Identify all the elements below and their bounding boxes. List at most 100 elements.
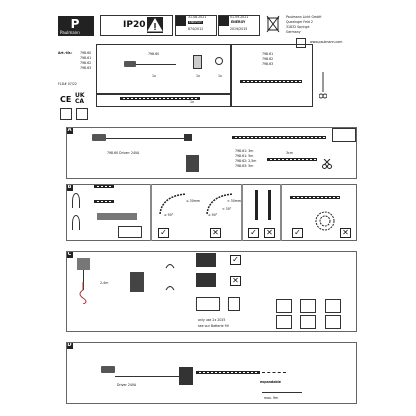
section-c-battery-1-icon — [196, 297, 220, 311]
section-b-ok-1-icon: ✓ — [158, 228, 169, 238]
section-b-no-1-icon: ✕ — [210, 228, 221, 238]
section-b-angle-1: ≥ 90° — [164, 213, 174, 217]
section-c-wire-icon — [75, 282, 91, 305]
contents-box-driver — [96, 44, 231, 94]
trash-bin-icon — [266, 15, 280, 33]
section-c-remote-icon — [130, 272, 144, 292]
section-d-arrow-line — [262, 392, 302, 393]
energy-class-2: ENERGY — [231, 20, 246, 24]
section-b-no-2-icon: ✕ — [264, 228, 275, 238]
driver-cable — [136, 64, 176, 65]
section-c-label: C — [66, 251, 73, 258]
section-d-extend-strip — [262, 372, 286, 374]
section-a-cable — [106, 138, 188, 139]
driver-icon — [124, 61, 136, 67]
warning-triangle-icon — [147, 17, 163, 33]
strip-icon-1 — [120, 97, 200, 100]
section-d-max: max. 9m — [264, 396, 279, 400]
section-d-receiver-icon — [179, 367, 193, 385]
article-number-right-1: 798.61 — [262, 52, 274, 56]
contents-box-right — [231, 44, 313, 107]
section-d-expandable: expandable — [260, 380, 281, 384]
section-b-strip-1 — [94, 185, 114, 188]
section-c-receiver-icon — [77, 258, 90, 270]
section-d-strip — [196, 371, 260, 374]
section-b-hook-icon — [72, 193, 80, 208]
section-c-hand-6-icon — [325, 315, 341, 329]
brand-logo — [58, 16, 94, 36]
section-a-scissors-icon — [322, 154, 332, 169]
energy-regulation-1: 874/2012 — [188, 27, 204, 31]
section-c-signal-1-icon — [165, 254, 175, 269]
section-d-driver: Driver 24VA — [117, 383, 137, 387]
section-a-strip — [232, 136, 326, 139]
section-c-hand-2-icon — [300, 299, 316, 313]
website: www.paulmann.com — [310, 40, 343, 44]
remote-icon — [193, 55, 202, 69]
section-b-ok-3-icon: ✓ — [292, 228, 303, 238]
section-c-battery-2-icon — [228, 297, 240, 311]
section-a-length-4: 798.63: 5m — [235, 164, 254, 168]
section-c-no-icon: ✕ — [230, 276, 241, 286]
qty-1x-d: 1x — [190, 100, 194, 104]
article-number-right-2: 798.62 — [262, 57, 274, 61]
section-a-driver-icon — [92, 134, 106, 141]
fld-code: FLD# 07/22 — [58, 82, 77, 86]
energy-regulation-2: 2019/2015 — [230, 27, 248, 31]
section-c-note2: see our Batterie 9V — [198, 324, 229, 328]
section-d-cable — [115, 376, 179, 377]
article-number-left-2: 798.61 — [80, 56, 92, 60]
section-b-divider-1 — [150, 184, 152, 241]
article-number-center: 798.60 — [148, 52, 160, 56]
section-c-hand-5-icon — [300, 315, 316, 329]
section-c-hand-3-icon — [325, 299, 341, 313]
energy-date-1: 31.08.2021 — [188, 15, 207, 19]
section-a-driver-text: 798.60 Driver: 24VA — [107, 151, 140, 155]
section-a-length-1: 798.61: 3m — [235, 149, 254, 153]
section-b-angle-2: ≤ 30mm — [186, 199, 200, 203]
section-b-vstrip-2 — [268, 190, 271, 220]
qty-1x-b: 1x — [196, 74, 200, 78]
section-a-length-3: 798.62: 2,5m — [235, 159, 257, 163]
section-b-press-icon — [118, 226, 142, 238]
section-d-label: D — [66, 342, 73, 349]
section-b-bend-2-icon — [205, 192, 235, 216]
section-b-hstrip — [290, 196, 340, 199]
section-b-divider-3 — [280, 184, 282, 241]
indoor-house-icon — [60, 108, 72, 120]
section-a-frame — [66, 127, 357, 179]
cert-ukca: UK CA — [75, 92, 85, 105]
section-a-corner-icon — [332, 128, 356, 142]
section-c-frame — [66, 251, 357, 332]
section-b-bend-1-icon — [158, 192, 188, 216]
address-country: Germany — [286, 30, 301, 34]
address-company: Paulmann Licht GmbH — [286, 15, 322, 19]
qty-1x-c: 1x — [218, 74, 222, 78]
article-number-left-1: 798.60 — [80, 51, 92, 55]
section-b-peel-icon — [97, 213, 137, 220]
energy-logo-1-icon — [176, 16, 186, 26]
section-a-remote-icon — [186, 155, 199, 172]
section-c-hand-4-icon — [276, 315, 292, 329]
energy-label-1 — [175, 15, 217, 36]
section-a-label: A — [66, 127, 73, 134]
section-b-angle-3: ≥ 90° — [208, 213, 218, 217]
address-street: Quezinger Feld 2 — [286, 20, 313, 24]
energy-date-2: 01.09.2021 — [230, 15, 249, 19]
section-b-ok-2-icon: ✓ — [248, 228, 259, 238]
energy-logo-2-icon — [219, 16, 229, 26]
section-c-hand-1-icon — [276, 299, 292, 313]
section-b-strip-2 — [94, 200, 114, 203]
section-b-frame — [66, 184, 357, 241]
contents-box-strip — [96, 94, 231, 107]
section-a-cut-strip — [267, 158, 317, 161]
strip-icon-2 — [240, 80, 302, 83]
class3-icon — [76, 108, 88, 120]
brand-name: Paulmann — [60, 30, 80, 35]
section-d-driver-icon — [101, 366, 115, 373]
scissors-tool-icon — [318, 72, 328, 100]
ip-rating-box — [100, 15, 173, 36]
section-c-distance: 2-4m — [100, 281, 109, 285]
section-d-frame — [66, 342, 357, 404]
article-number-right-3: 798.63 — [262, 62, 274, 66]
